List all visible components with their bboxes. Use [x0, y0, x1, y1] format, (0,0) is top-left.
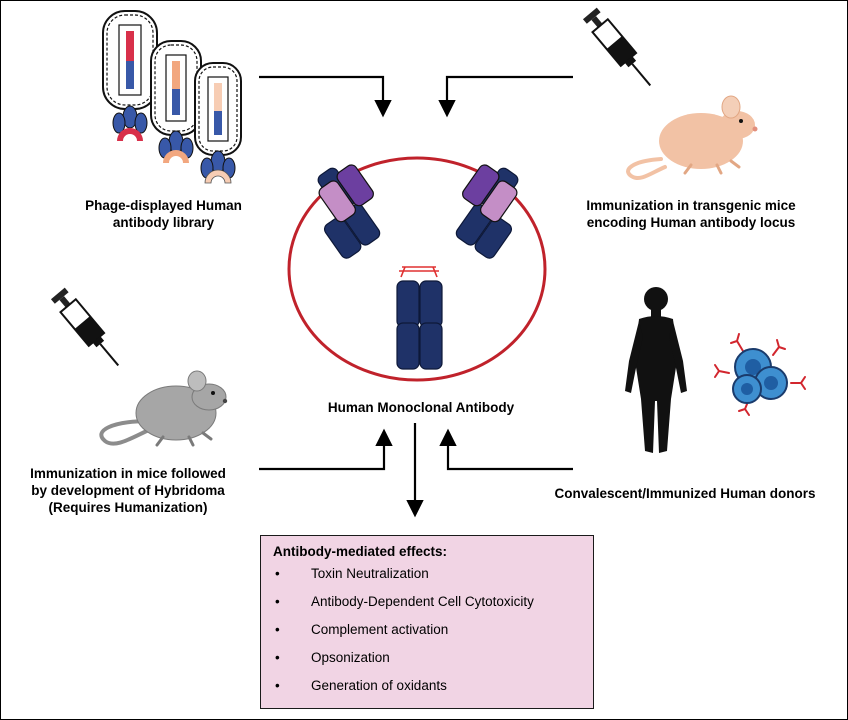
phage-library-label-line-1: Phage-displayed Human: [85, 198, 242, 213]
hybridoma-label: Immunization in mice followed by develop…: [3, 465, 253, 516]
central-antibody-label: Human Monoclonal Antibody: [327, 400, 515, 415]
human-donors-label-line-1: Convalescent/Immunized Human donors: [554, 486, 816, 501]
effects-box: Antibody-mediated effects: • Toxin Neutr…: [260, 535, 594, 709]
mouse-icon: [99, 370, 228, 447]
effect-label: Complement activation: [311, 622, 449, 637]
transgenic-mice-label-line-2: encoding Human antibody locus: [586, 215, 796, 230]
hybridoma-label-line-2: by development of Hybridoma: [31, 483, 225, 498]
effect-label: Antibody-Dependent Cell Cytotoxicity: [311, 594, 534, 609]
arrow-from-phage: [259, 75, 392, 118]
arrow-from-donors: [439, 428, 573, 471]
bullet: •: [275, 678, 280, 693]
bullet: •: [275, 622, 280, 637]
effect-label: Toxin Neutralization: [311, 566, 429, 581]
effect-item: • Antibody-Dependent Cell Cytotoxicity: [273, 594, 581, 610]
hybridoma-label-line-3: (Requires Humanization): [48, 500, 208, 515]
effect-item: • Opsonization: [273, 650, 581, 666]
mouse-icon: [626, 95, 758, 180]
effect-item: • Toxin Neutralization: [273, 566, 581, 582]
effect-label: Generation of oxidants: [311, 678, 447, 693]
bullet: •: [275, 650, 280, 665]
effect-label: Opsonization: [311, 650, 390, 665]
transgenic-mice-label-line-1: Immunization in transgenic mice: [586, 198, 796, 213]
bullet: •: [275, 594, 280, 609]
bullet: •: [275, 566, 280, 581]
hybridoma-label-line-1: Immunization in mice followed: [30, 466, 226, 481]
human-silhouette-icon: [625, 287, 687, 453]
transgenic-mice-label: Immunization in transgenic mice encoding…: [541, 197, 841, 231]
arrow-from-transgenic: [438, 75, 573, 118]
effects-title: Antibody-mediated effects:: [273, 544, 448, 559]
effect-item: • Generation of oxidants: [273, 678, 581, 694]
b-cell-icon: [714, 333, 806, 416]
syringe-icon: [582, 7, 652, 87]
phage-library-label: Phage-displayed Human antibody library: [56, 197, 271, 231]
arrows: [259, 75, 573, 518]
phage-icon: [102, 10, 242, 184]
syringe-icon: [50, 287, 120, 367]
effect-item: • Complement activation: [273, 622, 581, 638]
phage-library-label-line-2: antibody library: [112, 215, 215, 230]
arrow-from-hybridoma: [259, 428, 393, 471]
human-donors-label: Convalescent/Immunized Human donors: [526, 485, 844, 502]
antibody-icon: [317, 164, 519, 370]
